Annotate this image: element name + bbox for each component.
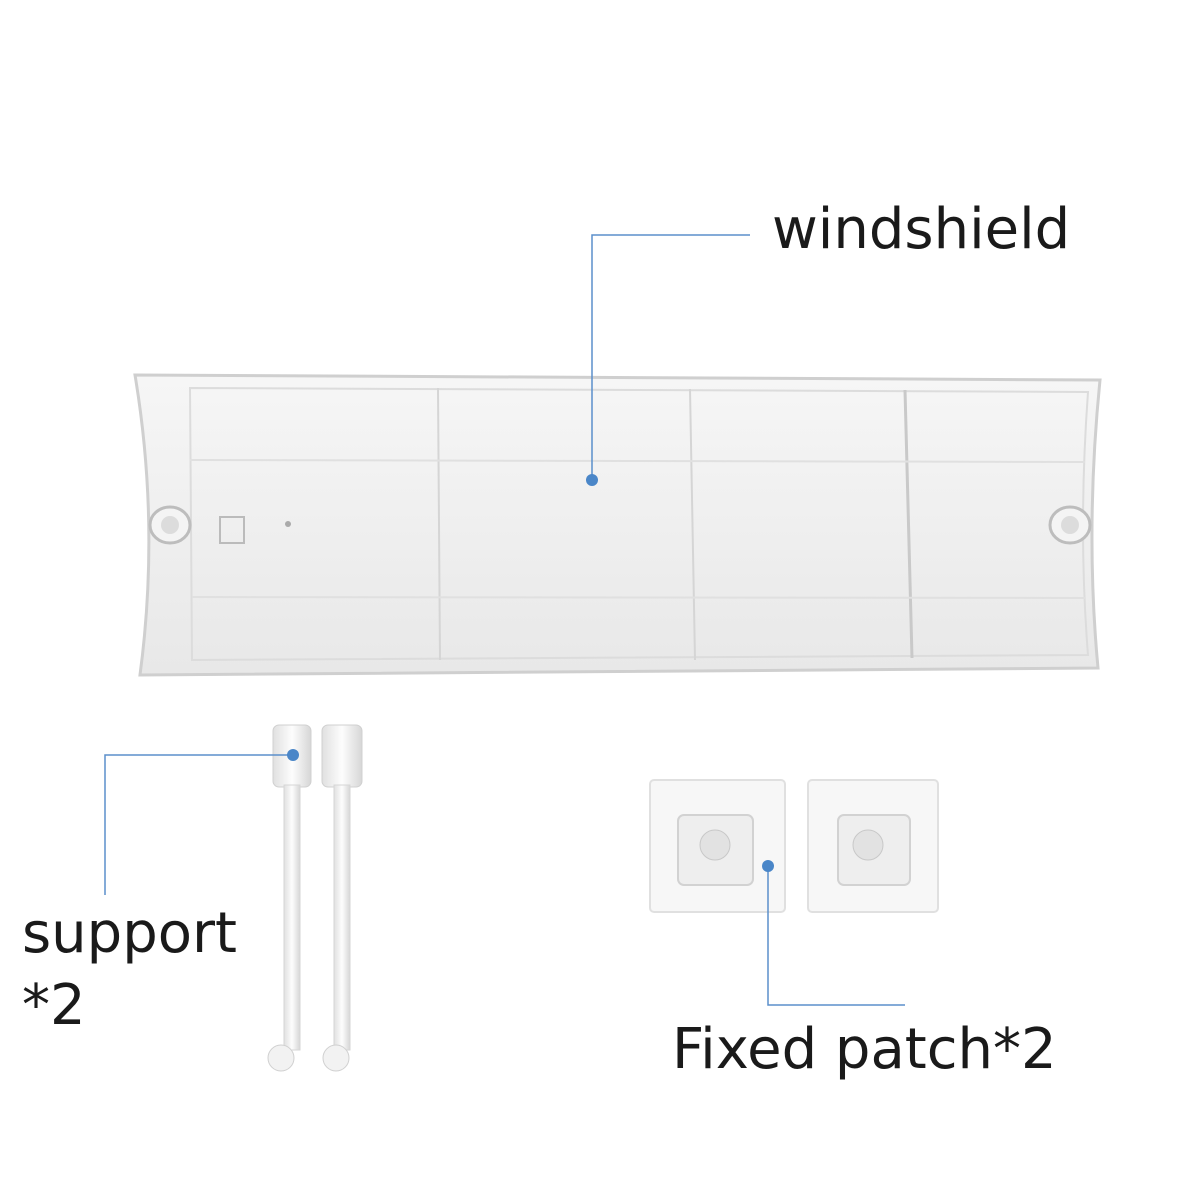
patch-label: Fixed patch*2 xyxy=(672,1017,1057,1082)
windshield-label: windshield xyxy=(772,197,1071,262)
fixed-patches xyxy=(649,779,939,913)
support-label: support xyxy=(22,901,238,966)
support-quantity: *2 xyxy=(22,973,86,1038)
support-dot xyxy=(287,749,299,761)
windshield-panel xyxy=(133,373,1102,677)
patch-dot xyxy=(762,860,774,872)
windshield-dot xyxy=(586,474,598,486)
leader-lines xyxy=(104,234,905,1006)
support-rods xyxy=(267,724,363,1072)
